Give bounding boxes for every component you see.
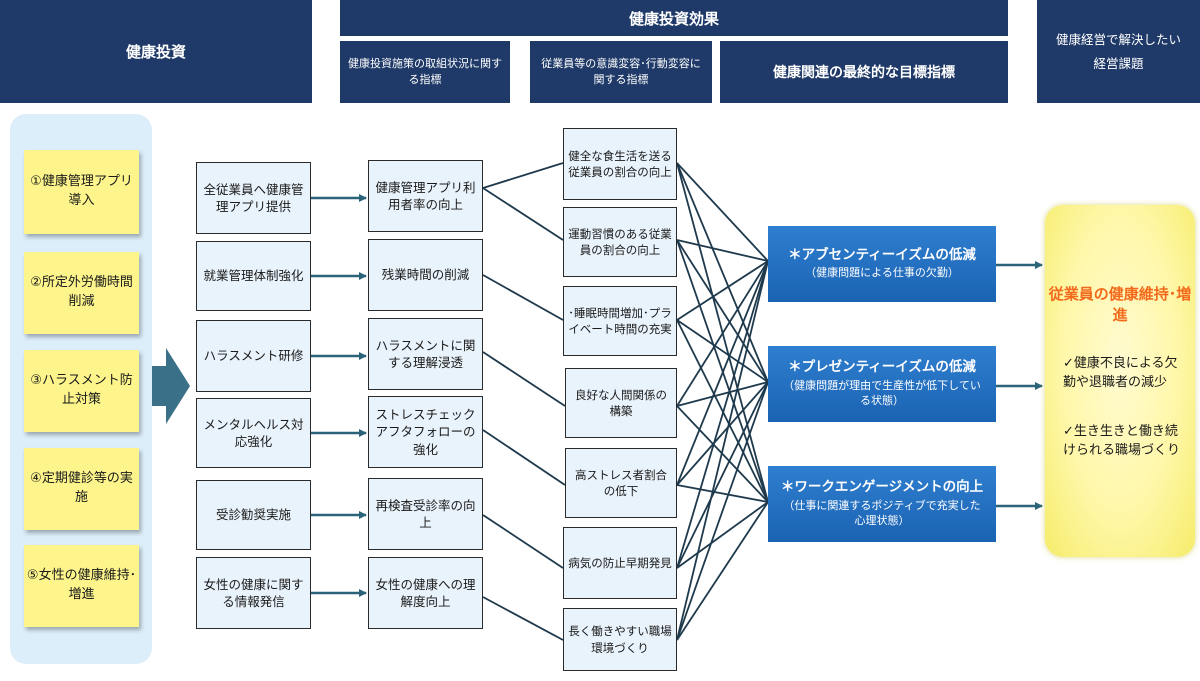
outcome-box: 高ストレス者割合の低下: [565, 448, 677, 518]
investment-note: ③ハラスメント防止対策: [24, 350, 139, 432]
connector: [482, 596, 564, 641]
connector: [482, 187, 564, 241]
awareness-box: 健康管理アプリ利用者率の向上: [368, 160, 483, 232]
connector: [482, 274, 564, 321]
connector: [676, 381, 769, 407]
goal-item: ✓健康不良による欠勤や退職者の減少: [1063, 356, 1178, 390]
big-arrow: [152, 348, 190, 424]
connector: [676, 484, 769, 503]
final-indicator-engagement: ＊ワークエンゲージメントの向上 （仕事に関連するポジティブで充実した心理状態）: [768, 466, 996, 542]
goal-title: 従業員の健康維持･増進: [1048, 285, 1192, 324]
connector: [676, 381, 769, 569]
final-indicator-sub: （健康問題による仕事の欠勤）: [805, 266, 959, 280]
header-effect-sub2: 従業員等の意識変容･行動変容に関する指標: [530, 41, 712, 103]
connector: [482, 162, 564, 189]
connector: [482, 429, 566, 486]
initiative-box: 全従業員へ健康管理アプリ提供: [196, 162, 311, 234]
connector: [482, 514, 564, 569]
outcome-box: 健全な食生活を送る従業員の割合の向上: [563, 128, 677, 200]
final-indicator-sub: （健康問題が理由で生産性が低下している状態）: [783, 378, 981, 407]
initiative-box: 受診勧奨実施: [196, 480, 311, 550]
awareness-box: ストレスチェックアフタフォローの強化: [368, 396, 483, 468]
connector: [676, 260, 769, 641]
awareness-box: 再検査受診率の向上: [368, 478, 483, 550]
connector: [676, 319, 769, 503]
connector: [676, 501, 769, 641]
header-investment: 健康投資: [0, 0, 312, 103]
header-effect-sub3: 健康関連の最終的な目標指標: [720, 41, 1008, 103]
connector: [676, 260, 769, 321]
header-management: 健康経営で解決したい経営課題: [1037, 0, 1200, 103]
awareness-box: 女性の健康への理解度向上: [368, 557, 483, 629]
investment-note: ②所定外労働時間削減: [24, 252, 139, 334]
awareness-box: ハラスメントに関する理解浸透: [368, 318, 483, 390]
outcome-box: 病気の防止早期発見: [563, 527, 677, 599]
connector: [482, 351, 566, 407]
final-indicator-title: ＊アブセンティーイズムの低減: [788, 246, 976, 263]
goal-item: ✓生き生きと働き続けられる職場づくり: [1063, 424, 1181, 458]
initiative-box: ハラスメント研修: [196, 320, 311, 392]
investment-note: ⑤女性の健康維持･増進: [24, 545, 139, 627]
initiative-box: 女性の健康に関する情報発信: [196, 557, 311, 629]
final-indicator-absenteeism: ＊アブセンティーイズムの低減 （健康問題による仕事の欠勤）: [768, 226, 996, 302]
outcome-box: 長く働きやすい職場環境づくり: [563, 608, 677, 671]
connector: [676, 260, 769, 407]
investment-note: ④定期健診等の実施: [24, 448, 139, 530]
initiative-box: 就業管理体制強化: [196, 241, 311, 311]
connector: [676, 501, 769, 569]
connector: [676, 162, 769, 262]
connector: [676, 162, 769, 383]
connector: [676, 260, 769, 486]
outcome-box: 良好な人間関係の構築: [565, 368, 677, 438]
final-indicator-title: ＊ワークエンゲージメントの向上: [780, 479, 984, 496]
header-effect: 健康投資効果: [340, 0, 1008, 36]
header-effect-sub1: 健康投資施策の取組状況に関する指標: [340, 41, 510, 103]
outcome-box: ･睡眠時間増加･プライベート時間の充実: [563, 286, 677, 356]
initiative-box: メンタルヘルス対応強化: [196, 398, 311, 468]
connector: [676, 381, 769, 641]
investment-note: ①健康管理アプリ導入: [24, 150, 139, 234]
final-indicator-sub: （仕事に関連するポジティブで充実した心理状態）: [783, 498, 981, 527]
connector: [676, 381, 769, 486]
awareness-box: 残業時間の削減: [368, 239, 483, 311]
final-indicator-presenteeism: ＊プレゼンティーイズムの低減 （健康問題が理由で生産性が低下している状態）: [768, 346, 996, 422]
connector: [676, 319, 769, 383]
final-indicator-title: ＊プレゼンティーイズムの低減: [788, 359, 976, 376]
management-goal: 従業員の健康維持･増進 ✓健康不良による欠勤や退職者の減少 ✓生き生きと働き続け…: [1045, 205, 1195, 557]
connector: [676, 239, 769, 262]
connector: [676, 239, 769, 383]
connector: [676, 260, 769, 569]
outcome-box: 運動習慣のある従業員の割合の向上: [563, 207, 677, 277]
